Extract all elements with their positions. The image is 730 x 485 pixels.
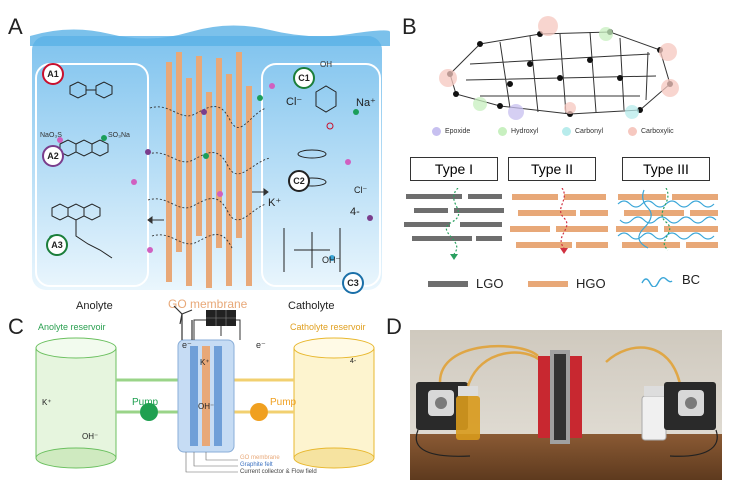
legend-label-carbonyl: Carbonyl	[575, 128, 604, 135]
legend-swatch-epoxide	[432, 127, 441, 136]
ion-oh-label: OH⁻	[322, 255, 341, 265]
cell-label-current-collector: Current collector & Flow field	[240, 469, 317, 475]
right-pump	[664, 382, 716, 430]
electron-left-label: e⁻	[182, 340, 192, 350]
res-k-label: K⁺	[42, 398, 52, 407]
badge-a3: A3	[46, 234, 68, 256]
legend-hydroxyl: Hydroxyl	[498, 127, 538, 136]
wind-turbine-icon	[173, 305, 193, 340]
panel-a-letter: A	[8, 14, 23, 39]
type-ii-box: Type II	[508, 157, 596, 181]
badge-c2: C2	[288, 170, 310, 192]
panel-c-letter: C	[8, 314, 24, 339]
res-oh-label: OH⁻	[82, 432, 99, 441]
membrane-label: GO membrane	[168, 297, 248, 311]
panel-a-diagram	[30, 25, 390, 290]
ion-cl-label: Cl⁻	[286, 96, 303, 108]
badge-c3: C3	[342, 272, 364, 294]
cables	[415, 429, 718, 457]
transport-arrows	[147, 188, 269, 224]
legend-swatch-hgo	[528, 280, 568, 287]
molecule-c1	[315, 85, 337, 130]
catholyte-reservoir-label: Catholyte reservoir	[290, 322, 366, 332]
legend-label-epoxide: Epoxide	[445, 128, 471, 135]
a2-sub-left: NaO₃S	[40, 132, 62, 139]
pipes	[116, 378, 294, 414]
solar-panel-icon	[206, 310, 236, 336]
anolyte-tank	[35, 337, 117, 469]
legend-hgo: HGO	[528, 276, 606, 291]
legend-label-bc: BC	[682, 272, 701, 287]
panel-b-letter: B	[402, 14, 417, 39]
ion-k-label: K⁺	[268, 197, 282, 209]
device-photo	[410, 330, 722, 480]
legend-swatch-carbonyl	[562, 127, 571, 136]
legend-label-carboxylic: Carboxylic	[641, 128, 674, 135]
molecule-a3	[51, 203, 113, 259]
badge-a2: A2	[42, 145, 64, 167]
catholyte-tank	[293, 337, 375, 469]
type-iii-box: Type III	[622, 157, 710, 181]
flow-battery-diagram	[35, 305, 375, 473]
molecule-a1	[69, 81, 113, 99]
type-ii-layers	[510, 194, 608, 248]
c1-oh-label: OH	[320, 60, 332, 69]
pump-left-label: Pump	[132, 397, 159, 408]
ion-four-minus-label: 4-	[350, 206, 360, 218]
type-i-layers	[404, 194, 504, 241]
cell-k-label: K⁺	[200, 358, 210, 367]
graphene-oxide-sheet	[439, 16, 679, 120]
stacking-types-diagram	[404, 188, 718, 260]
legend-swatch-carboxylic	[628, 127, 637, 136]
legend-bc: BC	[640, 272, 700, 287]
anolyte-label: Anolyte	[76, 300, 113, 312]
legend-carboxylic: Carboxylic	[628, 127, 674, 136]
legend-label-lgo: LGO	[476, 276, 504, 291]
cell-label-graphite-felt: Graphite felt	[240, 462, 273, 468]
catholyte-chamber	[261, 63, 381, 287]
cell-callouts	[185, 452, 238, 473]
legend-epoxide: Epoxide	[432, 127, 470, 136]
a2-sub-right: SO₃Na	[108, 132, 130, 139]
badge-a1: A1	[42, 63, 64, 85]
anolyte-chamber	[35, 63, 149, 287]
cell-oh-label: OH⁻	[198, 402, 215, 411]
go-membrane-stripes	[166, 52, 252, 288]
pump-left-icon	[140, 403, 158, 421]
ion-paths	[147, 106, 271, 249]
functional-group-highlights	[439, 16, 679, 120]
left-pump	[416, 382, 468, 430]
badge-c1: C1	[293, 67, 315, 89]
res-four-minus-label: 4-	[350, 358, 357, 365]
panel-d-letter: D	[386, 314, 402, 339]
legend-carbonyl: Carbonyl	[562, 127, 603, 136]
ion-na-label: Na⁺	[356, 97, 376, 109]
legend-lgo: LGO	[428, 276, 503, 291]
catholyte-label: Catholyte	[288, 300, 335, 312]
cell-stack	[177, 339, 235, 453]
electron-right-label: e⁻	[256, 340, 266, 350]
legend-swatch-lgo	[428, 280, 468, 287]
pump-right-label: Pump	[270, 397, 297, 408]
ion-cl2-label: Cl⁻	[354, 185, 368, 195]
flow-cell	[538, 350, 582, 444]
type-iii-path	[661, 188, 671, 251]
type-iii-layers	[616, 194, 718, 248]
right-bottle	[641, 386, 667, 441]
type-i-box: Type I	[410, 157, 498, 181]
tubes	[438, 344, 682, 387]
legend-label-hydroxyl: Hydroxyl	[511, 128, 539, 135]
pump-right-icon	[250, 403, 268, 421]
legend-label-hgo: HGO	[576, 276, 606, 291]
ion-dots	[49, 83, 373, 261]
anolyte-reservoir-label: Anolyte reservoir	[38, 322, 106, 332]
left-bottle	[456, 386, 480, 440]
cell-label-go-membrane: GO membrane	[240, 455, 280, 461]
legend-swatch-bc	[641, 276, 673, 287]
molecule-c3	[283, 228, 341, 272]
water-wave	[30, 25, 390, 46]
type-i-path	[445, 188, 460, 255]
legend-swatch-hydroxyl	[498, 127, 507, 136]
